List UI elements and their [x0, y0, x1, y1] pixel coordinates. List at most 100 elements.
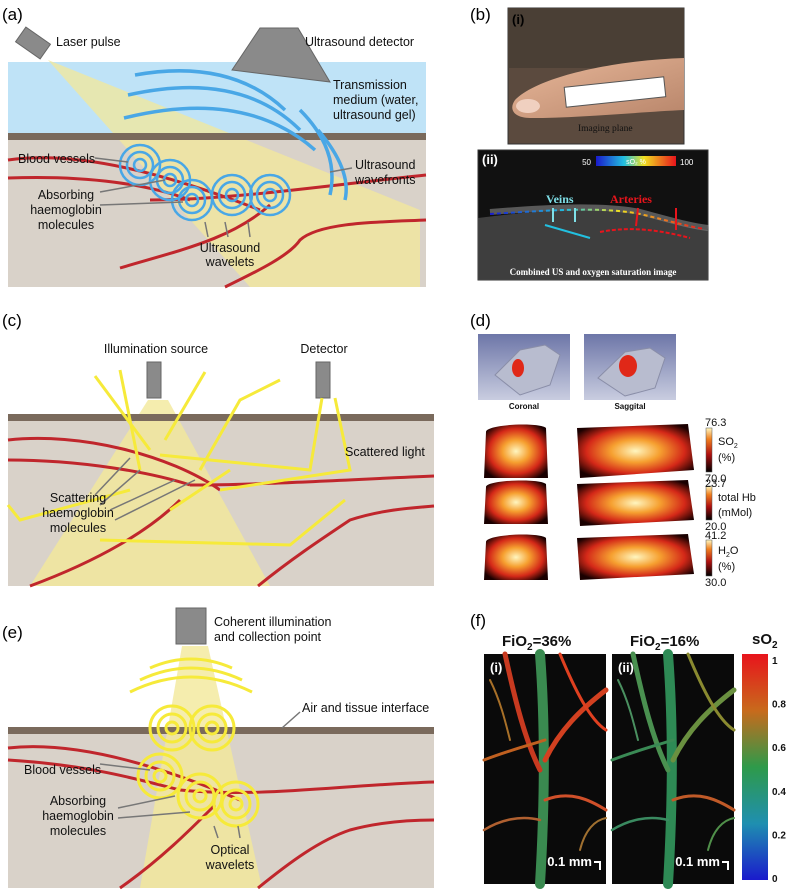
so2-min: 70.0: [705, 473, 726, 485]
scattering-label-1: Scattering: [50, 491, 106, 505]
saggital-label: Saggital: [614, 402, 645, 411]
scale-min: 50: [582, 158, 591, 167]
scattering-label-3: molecules: [50, 521, 106, 535]
panel-c: (c) Illumination source Detector Scatter…: [2, 311, 435, 588]
panel-f: (f) FiO2=36% FiO2=16% (i) (: [470, 611, 786, 889]
heatmap-coronal: [484, 424, 548, 478]
absorbing-label-1: Absorbing: [38, 188, 94, 202]
scale-bar-ii: [722, 861, 729, 870]
so2-tick-label: 0.6: [772, 743, 786, 754]
scattering-label-2: haemoglobin: [42, 506, 114, 520]
coherent-label-1: Coherent illumination: [214, 615, 331, 629]
so2-ticks: 10.80.60.40.20: [772, 656, 786, 885]
scale-bar-i: [594, 861, 601, 870]
h2o-max: 41.2: [705, 530, 726, 542]
tissue-surface: [8, 727, 434, 734]
veins-line: [544, 224, 591, 239]
veins-arrows: [552, 208, 576, 222]
laser-pulse-label: Laser pulse: [56, 35, 121, 49]
wavelets-label-2: wavelets: [205, 255, 255, 269]
medium-label-1: Transmission: [333, 78, 407, 92]
heatmap-row-h2o: [484, 534, 694, 580]
h2o-label: H2O: [718, 545, 739, 559]
colorbar-hb: [705, 485, 713, 521]
sat-line-upper: [489, 208, 706, 230]
fio2-16-title: FiO2=16%: [630, 633, 699, 653]
optical-label-1: Optical: [211, 843, 250, 857]
panel-f-sub-i: (i): [490, 660, 502, 675]
so2-scale-bar: [596, 156, 676, 166]
so2-tick-label: 0.8: [772, 700, 786, 711]
scattered-light-paths: [6, 369, 352, 547]
interface-label: Air and tissue interface: [302, 701, 429, 715]
coherent-source-icon: [175, 607, 207, 645]
veins-label: Veins: [546, 192, 574, 206]
panel-f-letter: (f): [470, 611, 486, 630]
heatmap-row-hb: [484, 480, 694, 526]
optical-wavefronts: [129, 657, 253, 694]
ultrasound-detector-label: Ultrasound detector: [305, 35, 414, 49]
panel-a-letter: (a): [2, 5, 23, 24]
laser-icon: [14, 26, 52, 60]
absorbing-label-2: haemoglobin: [42, 809, 114, 823]
so2-unit: (%): [718, 452, 735, 464]
wavelets-label-1: Ultrasound: [200, 241, 260, 255]
arteries-arrows: [635, 207, 677, 230]
so2-max: 76.3: [705, 417, 726, 429]
wavefronts-label-1: Ultrasound: [355, 158, 415, 172]
skin-layer: [489, 204, 709, 231]
h2o-unit: (%): [718, 561, 735, 573]
annotation-arrows: [94, 157, 353, 238]
scale-max: 100: [680, 158, 694, 167]
fio2-36-title: FiO2=36%: [502, 633, 571, 653]
optical-label-2: wavelets: [205, 858, 255, 872]
arteries-line: [599, 228, 691, 239]
hb-min: 20.0: [705, 521, 726, 533]
illumination-beam: [30, 400, 270, 586]
panel-f-sub-ii: (ii): [618, 660, 634, 675]
panel-a: (a) Laser pulse Ultrasound detector Tran…: [2, 5, 427, 289]
ultrasound-wavelets: [118, 143, 292, 222]
h2o-min: 30.0: [705, 577, 726, 589]
colorbar-so2: [705, 427, 713, 473]
blood-vessels-label: Blood vessels: [18, 152, 95, 166]
so2-tick-label: 1: [772, 656, 778, 667]
heatmap-coronal: [484, 534, 548, 580]
coronal-hotspot: [512, 359, 524, 377]
so2-tick-label: 0.2: [772, 830, 786, 841]
saggital-hotspot: [619, 355, 637, 377]
so2-colorbar: [742, 654, 768, 880]
colorbar-h2o: [705, 539, 713, 577]
panel-e: (e) Coherent illumination and collection…: [2, 607, 435, 890]
imaging-plane-label: Imaging plane: [578, 124, 633, 134]
so2-tick-label: 0.4: [772, 787, 786, 798]
optical-wavelets: [136, 704, 260, 828]
heatmap-coronal: [484, 480, 548, 524]
scale-label: sO₂ %: [626, 159, 646, 166]
scale-bar-label-ii: 0.1 mm: [675, 854, 720, 869]
wavefronts-label-2: wavefronts: [354, 173, 415, 187]
illumination-source-label: Illumination source: [104, 342, 208, 356]
absorbing-label-1: Absorbing: [50, 794, 106, 808]
absorbing-label-2: haemoglobin: [30, 203, 102, 217]
panel-b: (b) Imaging plane (i) 50 sO₂ % 100 Veins…: [470, 5, 709, 281]
absorbing-label-3: molecules: [50, 824, 106, 838]
panel-b-sub-ii: (ii): [482, 152, 498, 167]
ultrasound-wavefronts: [123, 69, 348, 201]
fingernail: [516, 99, 540, 113]
hb-label: total Hb: [718, 492, 756, 504]
panel-d-letter: (d): [470, 311, 491, 330]
laser-beam: [48, 60, 420, 287]
scattered-light-label: Scattered light: [345, 445, 425, 459]
hand-model-coronal: [494, 344, 561, 396]
so2-colorbar-label: sO2: [752, 631, 778, 651]
blood-vessels-label: Blood vessels: [24, 763, 101, 777]
us-caption: Combined US and oxygen saturation image: [510, 267, 677, 277]
arteries-label: Arteries: [610, 192, 652, 206]
photo-background: [508, 8, 684, 68]
medium-label-3: ultrasound gel): [333, 108, 416, 122]
detector-label: Detector: [300, 342, 347, 356]
annotation-arrows: [99, 711, 301, 839]
coherent-label-2: and collection point: [214, 630, 322, 644]
